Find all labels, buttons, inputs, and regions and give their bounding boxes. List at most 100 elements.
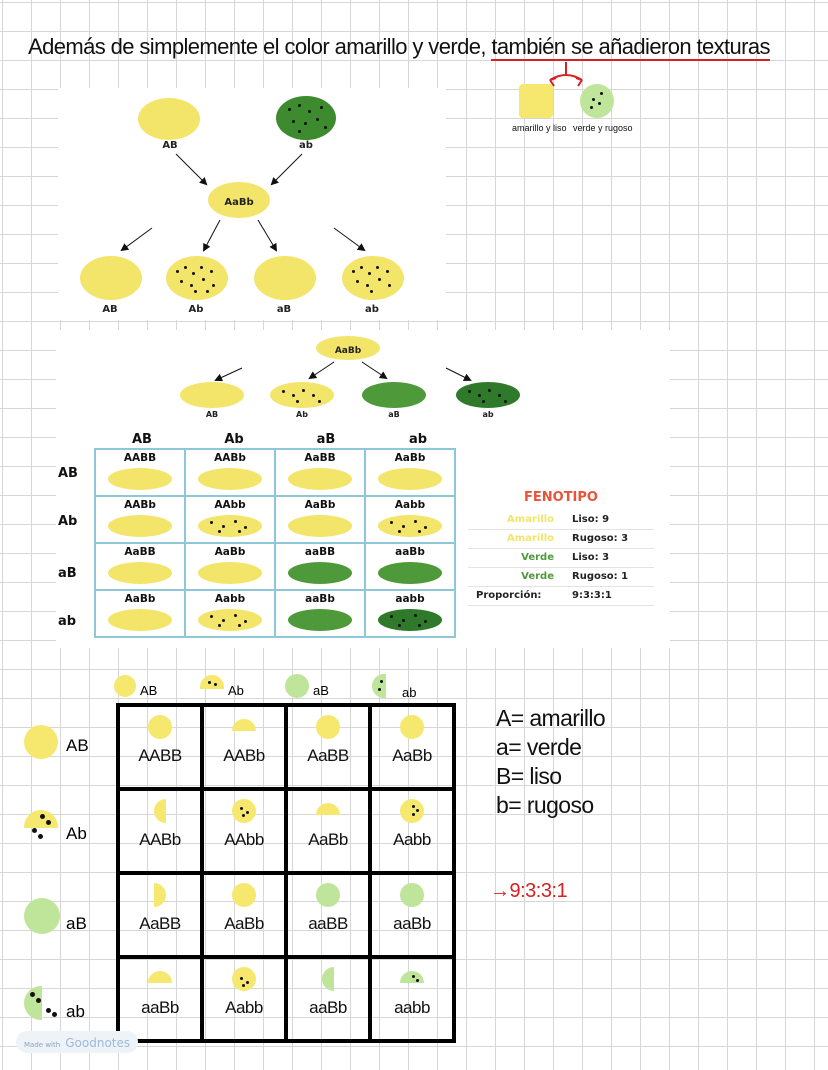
punnett2-row-header: AB: [66, 736, 89, 755]
red-arrows-icon: [549, 62, 583, 87]
punnett1-row-header: aB: [58, 566, 77, 581]
key-line: a= verde: [496, 734, 582, 760]
offspring-seed: [342, 256, 404, 300]
punnett1-cell: AABb: [184, 448, 276, 497]
green-wrinkled-seed-icon: [580, 84, 614, 118]
phenotype-ratio-row: Proporción:9:3:3:1: [468, 586, 654, 606]
offspring-label: Ab: [188, 304, 204, 315]
punnett1-cell: AaBb: [364, 448, 456, 497]
punnett2-cell: aabb: [368, 955, 456, 1043]
green-smooth-icon: [285, 674, 309, 698]
cross2-panel: AaBb AB Ab aB ab AB Ab aB ab AB Ab aB ab…: [56, 330, 670, 648]
punnett2-row-header: Ab: [66, 824, 87, 843]
punnett1-col-header: aB: [316, 432, 336, 447]
cross2-offspring-seed: [180, 382, 244, 408]
punnett1-col-header: Ab: [224, 432, 244, 447]
offspring-label: aB: [276, 304, 292, 315]
punnett2-cell: AABb: [116, 787, 204, 875]
key-line: A= amarillo: [496, 705, 606, 731]
green-smooth-icon: [24, 898, 60, 934]
punnett2-cell: Aabb: [368, 787, 456, 875]
punnett1-cell: aabb: [364, 589, 456, 638]
punnett2-cell: aaBb: [368, 871, 456, 959]
parent1-label: AB: [162, 140, 178, 151]
punnett1-cell: Aabb: [184, 589, 276, 638]
cross2-offspring-label: ab: [482, 410, 494, 419]
punnett1-cell: AaBb: [274, 495, 366, 544]
punnett2-col-header: Ab: [228, 683, 244, 698]
punnett2-cell: aaBB: [284, 871, 372, 959]
punnett1-row-header: AB: [58, 466, 78, 481]
punnett2-cell: AABB: [116, 703, 204, 791]
yellow-wrinkled-half-icon: [24, 810, 58, 828]
punnett1-row-header: Ab: [58, 514, 78, 529]
phenotype-title: FENOTIPO: [524, 490, 598, 505]
punnett2-cell: AAbb: [200, 787, 288, 875]
key-line: B= liso: [496, 763, 562, 789]
key-line: b= rugoso: [496, 792, 594, 818]
punnett1-cell: AAbb: [184, 495, 276, 544]
punnett2-col-header: ab: [402, 685, 417, 700]
cross1-panel: AB ab AaBb AB Ab aB ab: [58, 88, 446, 320]
punnett1-cell: AaBB: [94, 542, 186, 591]
punnett1-table: AABB AABb AaBB AaBb AABb AAbb AaBb Aabb …: [94, 448, 456, 638]
watermark-badge: Made with Goodnotes: [16, 1031, 139, 1053]
punnett2-cell: AaBB: [116, 871, 204, 959]
punnett2-cell: aaBb: [116, 955, 204, 1043]
cross1-arrows-icon: [120, 153, 366, 252]
green-wrinkled-half-icon: [372, 674, 386, 698]
parent2-seed: [276, 96, 336, 140]
offspring-label: ab: [365, 304, 379, 315]
punnett2-cell: AaBb: [368, 703, 456, 791]
cross2-offspring-seed: [270, 382, 334, 408]
green-wrinkled-half-icon: [24, 986, 42, 1020]
punnett2-cell: aaBb: [284, 955, 372, 1043]
punnett2-table: AABB AABb AaBB AaBb AABb AAbb AaBb Aabb …: [116, 703, 456, 1043]
punnett1-col-header: ab: [408, 432, 428, 447]
page-title: Además de simplemente el color amarillo …: [28, 34, 771, 61]
cross2-offspring-label: aB: [388, 410, 400, 419]
offspring-seed: [80, 256, 142, 300]
legend-green-wrinkled: verde y rugoso: [573, 123, 633, 133]
cross2-offspring-label: Ab: [296, 410, 308, 419]
cross2-offspring-label: AB: [205, 410, 219, 419]
punnett2-cell: AaBB: [284, 703, 372, 791]
cross2-f1-seed: AaBb: [316, 336, 380, 360]
punnett1-cell: AABB: [94, 448, 186, 497]
ratio-note: →9:3:3:1: [490, 880, 568, 902]
punnett2-row-header: aB: [66, 914, 87, 933]
punnett2-cell: AaBb: [200, 871, 288, 959]
offspring-seed: [166, 256, 228, 300]
punnett2-row-header: ab: [66, 1002, 85, 1021]
punnett2-cell: AABb: [200, 703, 288, 791]
yellow-smooth-icon: [114, 675, 136, 697]
parent2-label: ab: [299, 140, 313, 151]
yellow-wrinkled-half-icon: [200, 675, 224, 689]
parent1-seed: [138, 98, 200, 140]
punnett1-col-header: AB: [132, 432, 152, 447]
punnett1-cell: AaBb: [184, 542, 276, 591]
punnett1-cell: aaBB: [274, 542, 366, 591]
cross2-offspring-seed: [362, 382, 426, 408]
allele-key: A= amarillo a= verde B= liso b= rugoso: [496, 704, 606, 820]
cross2-offspring-seed: [456, 382, 520, 408]
punnett1-cell: AaBB: [274, 448, 366, 497]
legend-yellow-smooth: amarillo y liso: [512, 123, 567, 133]
punnett2-col-header: aB: [313, 683, 329, 698]
punnett1-row-header: ab: [58, 614, 77, 629]
yellow-smooth-seed-icon: [519, 84, 553, 118]
offspring-seed: [254, 256, 316, 300]
punnett2-cell: AaBb: [284, 787, 372, 875]
punnett1-cell: AaBb: [94, 589, 186, 638]
punnett1-cell: Aabb: [364, 495, 456, 544]
offspring-label: AB: [102, 304, 118, 315]
cross2-arrows-icon: [214, 361, 472, 382]
punnett2-col-header: AB: [140, 683, 158, 698]
punnett2-cell: Aabb: [200, 955, 288, 1043]
f1-seed: AaBb: [208, 182, 270, 218]
yellow-smooth-icon: [24, 725, 58, 759]
